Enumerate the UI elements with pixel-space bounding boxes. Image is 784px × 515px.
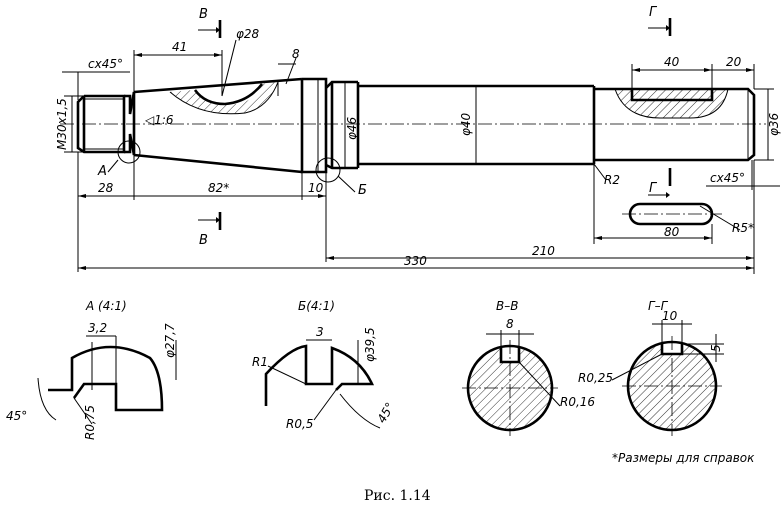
dim-r5: R5*: [732, 221, 754, 235]
detail-a-dia: φ27,7: [163, 323, 177, 358]
dim-10: 10: [308, 181, 324, 195]
section-gg: Г–Г 10 5 R0,25: [578, 299, 724, 436]
dim-80: 80: [664, 225, 680, 239]
section-v-top: В: [199, 7, 208, 22]
section-gg-title: Г–Г: [648, 299, 669, 313]
main-body: [356, 82, 596, 168]
callout-b-circle: [315, 157, 341, 183]
detail-b-dia: φ39,5: [363, 327, 377, 362]
detail-b-45: 45°: [374, 400, 397, 425]
section-g-top: Г: [649, 5, 658, 20]
dim-dia-46: φ46: [345, 116, 359, 140]
detail-a-dim-3-2: 3,2: [88, 321, 107, 335]
callout-b-label: Б: [358, 183, 367, 198]
section-gg-10: 10: [662, 309, 678, 323]
dim-dia-36: φ36: [767, 112, 781, 136]
section-mark-v: В В: [198, 7, 222, 248]
dim-taper: ◁1:6: [144, 113, 174, 127]
detail-b: Б(4:1) 3 φ39,5 R1 R0,5 45°: [252, 299, 397, 431]
callout-a-label: А: [97, 164, 107, 179]
dim-210: 210: [532, 244, 555, 258]
dimension-lines: [62, 39, 780, 274]
detail-b-dim-3: 3: [316, 325, 324, 339]
section-vv-r: R0,16: [560, 395, 595, 409]
dim-chamfer-left: cx45°: [88, 57, 123, 71]
section-vv-title: В–В: [496, 299, 518, 313]
detail-b-title: Б(4:1): [298, 299, 335, 313]
dim-thread: M30x1,5: [55, 98, 69, 150]
dim-chamfer-right: cx45°: [710, 171, 745, 185]
right-end: [594, 87, 756, 162]
dim-dia-28: φ28: [236, 27, 260, 41]
section-vv-8: 8: [506, 317, 514, 331]
figure-caption: Рис. 1.14: [364, 488, 431, 504]
detail-a-r: R0,75: [83, 405, 97, 440]
section-g-bottom: Г: [649, 181, 658, 196]
dim-20: 20: [726, 55, 742, 69]
dim-dia-40: φ40: [459, 112, 473, 136]
taper-section: [132, 77, 303, 174]
detail-a-45: 45°: [6, 409, 27, 423]
dim-41: 41: [172, 40, 187, 54]
section-gg-5: 5: [709, 344, 723, 352]
dim-82: 82*: [208, 181, 229, 195]
thread-section: [76, 91, 136, 156]
section-mark-g: Г Г: [648, 5, 672, 198]
dim-8-key: 8: [292, 47, 300, 61]
footnote: *Размеры для справок: [612, 451, 755, 465]
detail-a: А (4:1) 3,2 φ27,7 45° R0,75: [6, 299, 177, 440]
dim-28: 28: [98, 181, 114, 195]
detail-a-title: А (4:1): [85, 299, 127, 313]
detail-b-r1: R1: [252, 355, 268, 369]
dim-40-key: 40: [664, 55, 680, 69]
dim-r2: R2: [604, 173, 620, 187]
callout-a-circle: [117, 140, 141, 164]
section-v-bottom: В: [199, 233, 208, 248]
main-view: А Б В В Г Г: [55, 5, 781, 274]
section-gg-r: R0,25: [578, 371, 613, 385]
section-vv: В–В 8 R0,16: [462, 299, 595, 436]
key-slot-view: [622, 202, 741, 231]
detail-b-r05: R0,5: [286, 417, 313, 431]
dim-330: 330: [404, 254, 427, 268]
